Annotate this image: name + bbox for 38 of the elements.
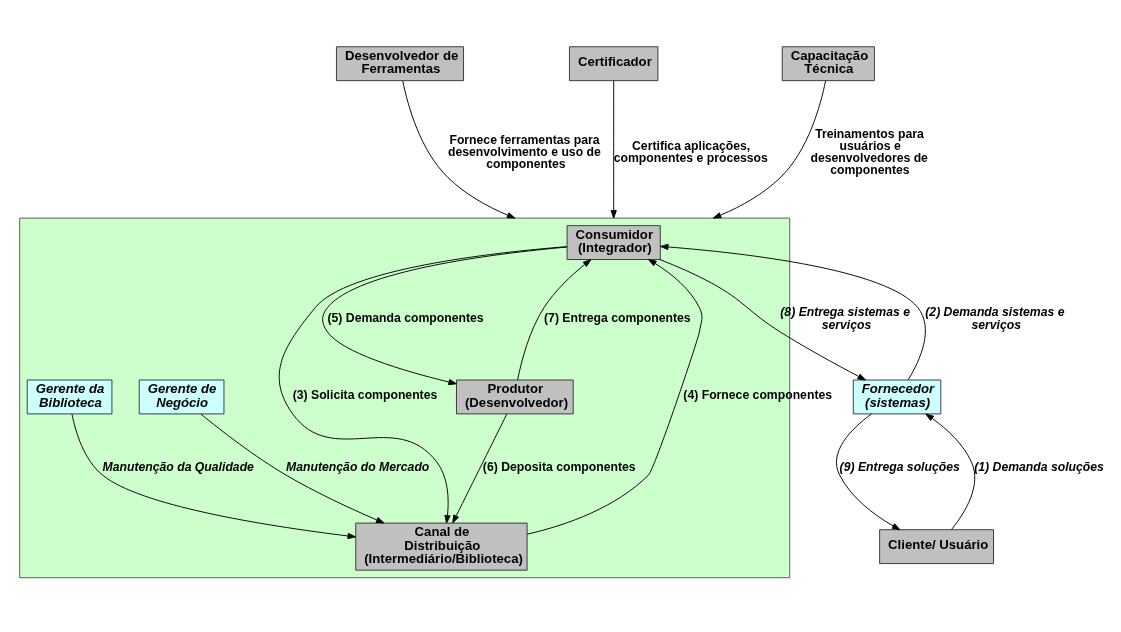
arrow [660, 243, 926, 381]
edge-label: Treinamentos para usuários e desenvolvedores de componentes [810, 126, 928, 178]
node-box: Gerente da Biblioteca [26, 379, 113, 415]
edge-label: Manutenção da Qualidade [102, 459, 254, 474]
node-box: Certificador [568, 46, 659, 82]
arrow [402, 80, 516, 219]
arrow [278, 246, 568, 524]
node-box: Canal de Distribuição (Intermediário/Biblioteca) [355, 522, 528, 571]
edge-label: (4) Fornece componentes [683, 388, 833, 403]
arrow [610, 80, 617, 219]
edge-label: Fornece ferramentas para desenvolvimento e uso de componentes [448, 132, 601, 172]
node-box: Consumidor (Integrador) [566, 225, 661, 260]
edge-label: (5) Demanda componentes [327, 311, 484, 326]
edge-label: Certifica aplicações, componentes e processos [613, 138, 768, 165]
edge-label: (7) Entrega componentes [544, 311, 691, 326]
arrow [71, 413, 356, 540]
node-box: Desenvolvedor de Ferramentas [335, 46, 464, 82]
edge-label: (6) Deposita componentes [482, 459, 636, 474]
arrow [836, 413, 901, 531]
arrow [659, 259, 866, 381]
node-box: Cliente/ Usuário [879, 529, 994, 565]
edge-label: (1) Demanda soluções [974, 459, 1104, 474]
node-box: Gerente de Negócio [138, 379, 225, 415]
edge-label: (3) Solicita componentes [292, 388, 438, 403]
edge-label: (2) Demanda sistemas e serviços [925, 305, 1065, 332]
node-box: Produtor (Desenvolvedor) [456, 379, 574, 415]
edge-label: (8) Entrega sistemas e serviços [780, 305, 911, 332]
arrow [200, 413, 385, 524]
edge-label: (9) Entrega soluções [839, 459, 960, 474]
arrow [322, 246, 568, 386]
edge-label: Manutenção do Mercado [286, 459, 430, 474]
node-box: Fornecedor (sistemas) [852, 379, 942, 415]
arrow [526, 259, 703, 535]
arrow [925, 413, 976, 530]
arrow [452, 413, 508, 524]
node-box: Capacitação Técnica [781, 46, 875, 82]
arrow [712, 80, 827, 219]
arrow [517, 259, 592, 381]
